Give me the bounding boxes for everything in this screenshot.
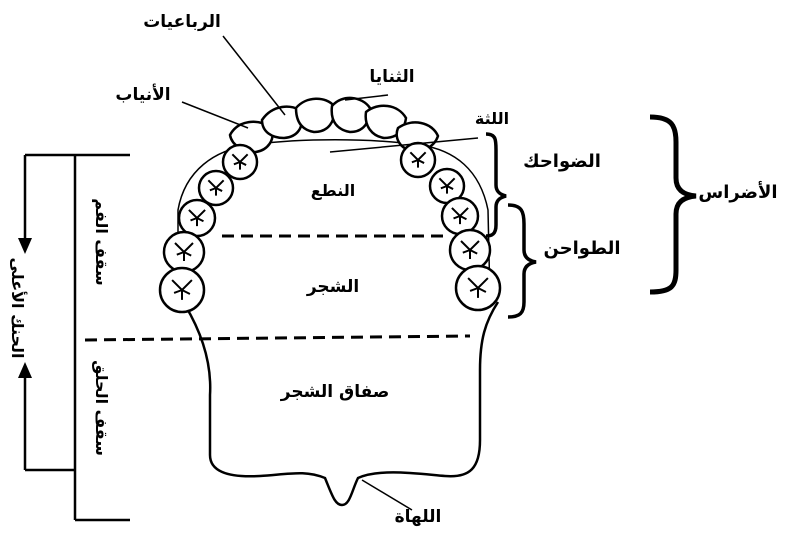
tooth-right-4 bbox=[450, 230, 490, 270]
tooth-left-5 bbox=[160, 268, 204, 312]
label-incisors-lateral: الرباعيات bbox=[143, 12, 221, 32]
left-brackets bbox=[25, 155, 130, 520]
tooth-left-1 bbox=[223, 145, 257, 179]
tooth-left-4 bbox=[164, 232, 204, 272]
tooth-central-left bbox=[296, 99, 334, 132]
label-upper-palate: الحنك الأعلى bbox=[8, 257, 27, 358]
label-molars-group: الأضراس bbox=[698, 181, 777, 203]
premolars-brace bbox=[486, 134, 506, 236]
label-incisors-central: الثنايا bbox=[369, 67, 414, 87]
tooth-central-right bbox=[332, 98, 370, 132]
molars-group-brace bbox=[650, 117, 696, 292]
label-premolars: الضواحك bbox=[523, 151, 601, 172]
label-canines: الأنياب bbox=[115, 84, 170, 105]
tooth-right-1 bbox=[401, 143, 435, 177]
label-mouth-roof: سقف الفم bbox=[92, 198, 111, 285]
label-throat-roof: سقف الحلق bbox=[92, 360, 111, 456]
front-teeth bbox=[230, 98, 438, 152]
arrow-up-icon bbox=[18, 362, 32, 378]
palate-outline bbox=[185, 302, 498, 505]
tooth-right-5 bbox=[456, 266, 500, 310]
label-shajr-fold: صفاق الشجر bbox=[280, 382, 390, 402]
label-shajr: الشجر bbox=[306, 277, 359, 297]
tooth-left-3 bbox=[179, 200, 215, 236]
tooth-right-3 bbox=[442, 198, 478, 234]
label-molars: الطواحن bbox=[543, 238, 620, 259]
arrow-down-icon bbox=[18, 238, 32, 254]
label-natea: النطع bbox=[311, 181, 356, 200]
label-gum: اللثة bbox=[475, 109, 509, 128]
label-uvula: اللهاة bbox=[395, 507, 442, 527]
tooth-left-2 bbox=[199, 171, 233, 205]
shajr-boundary-line bbox=[85, 336, 470, 340]
molars-brace bbox=[508, 205, 536, 317]
